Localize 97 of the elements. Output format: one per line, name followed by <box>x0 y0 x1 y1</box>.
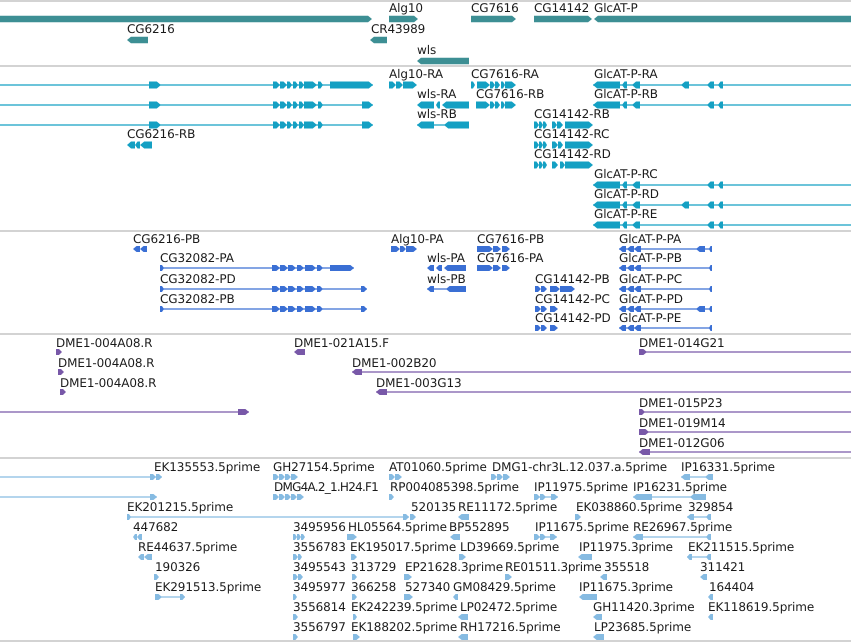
feature-label: CG7616 <box>471 2 519 14</box>
feature-label: 164404 <box>709 581 754 594</box>
feature-label: BP552895 <box>449 521 510 534</box>
feature-label: GlcAT-P-PC <box>619 272 682 285</box>
feature-label: 520135 <box>411 501 456 514</box>
feature-label: CG6216-PB <box>133 232 200 245</box>
feature-label: DME1-015P23 <box>639 396 722 409</box>
feature-label: DMG4A.2_1.H24.F1 <box>274 481 378 494</box>
feature-label: GlcAT-P-RA <box>594 68 658 80</box>
feature-label: RE26967.5prime <box>633 521 732 534</box>
feature-label: LP02472.5prime <box>460 601 558 614</box>
feature-label: GlcAT-P-PA <box>619 232 682 245</box>
feature-label: GH11420.3prime <box>593 601 695 614</box>
feature-label: GlcAT-P-RE <box>594 208 658 220</box>
feature-label: LD39669.5prime <box>460 541 560 554</box>
feature-label: EK242239.5prime <box>351 601 458 614</box>
feature-label: DMG1-chr3L.12.037.a.5prime <box>492 461 668 474</box>
feature-label: CG32082-PB <box>160 292 235 305</box>
feature-label: 447682 <box>133 521 178 534</box>
feature-label: CG7616-RA <box>471 68 539 80</box>
feature-label: EK135553.5prime <box>154 461 260 474</box>
feature-label: DME1-019M14 <box>639 416 726 429</box>
feature-label: GlcAT-P-RD <box>594 188 659 200</box>
feature-label: EK038860.5prime <box>576 501 682 514</box>
feature-label: IP11675.5prime <box>535 521 629 534</box>
feature-label: 366258 <box>351 581 396 594</box>
feature-label: 3556814 <box>293 601 346 614</box>
feature-label: CG6216 <box>127 23 175 36</box>
feature-label: Alg10-RA <box>389 68 444 80</box>
feature-label: 190326 <box>155 561 200 574</box>
feature-label: IP16331.5prime <box>681 461 775 474</box>
feature-label: DME1-021A15.F <box>294 336 389 349</box>
feature-label: 311421 <box>700 561 746 574</box>
feature-label: GlcAT-P-RC <box>594 168 658 180</box>
feature-label: 3495543 <box>293 561 346 574</box>
feature-label: RH17216.5prime <box>460 621 561 634</box>
feature-label: EK211515.5prime <box>688 541 794 554</box>
feature-label: wls-PA <box>427 252 465 264</box>
feature-label: DME1-014G21 <box>639 336 725 349</box>
feature-label: wls-RB <box>417 108 457 120</box>
feature-label: LP23685.5prime <box>594 621 692 634</box>
feature-label: GlcAT-P-PE <box>619 312 682 324</box>
feature-label: CG14142-PC <box>535 292 610 305</box>
feature-label: CG7616-PA <box>477 252 544 264</box>
feature-label: CG14142-RD <box>534 148 611 160</box>
feature-label: wls-RA <box>417 88 456 100</box>
feature-label: DME1-012G06 <box>639 436 725 449</box>
feature-label: RE11172.5prime <box>458 501 558 514</box>
feature-label: IP11975.3prime <box>579 541 673 554</box>
feature-label: RE44637.5prime <box>138 541 238 554</box>
feature-label: DME1-002B20 <box>352 356 436 369</box>
feature-label: CG14142-PB <box>535 272 610 285</box>
feature-label: DME1-003G13 <box>376 376 462 389</box>
feature-label: IP16231.5prime <box>633 481 727 494</box>
feature-label: GH27154.5prime <box>273 461 375 474</box>
feature-label: GlcAT-P <box>594 2 638 14</box>
feature-label: EK195017.5prime <box>350 541 456 554</box>
feature-label: 355518 <box>604 561 650 574</box>
feature-label: CG14142 <box>534 2 590 14</box>
feature-label: 3556797 <box>293 621 346 634</box>
feature-label: 313729 <box>351 561 396 574</box>
feature-label: CG7616-RB <box>476 88 544 100</box>
feature-label: 3495956 <box>293 521 346 534</box>
feature-label: EK201215.5prime <box>127 501 234 514</box>
feature-label: DME1-004A08.R <box>60 376 156 389</box>
feature-label: CR43989 <box>371 23 426 36</box>
feature-label: 329854 <box>688 501 734 514</box>
feature-label: DME1-004A08.R <box>56 336 152 349</box>
feature-label: CG14142-PD <box>535 312 611 324</box>
feature-label: 527340 <box>405 581 450 594</box>
feature-label: GlcAT-P-PD <box>619 292 683 305</box>
feature-label: GlcAT-P-RB <box>594 88 658 100</box>
feature-label: Alg10-PA <box>391 232 444 245</box>
feature-label: 3495977 <box>293 581 346 594</box>
feature-label: IP11675.3prime <box>579 581 673 594</box>
feature-label: CG14142-RB <box>534 108 610 120</box>
feature-label: HL05564.5prime <box>348 521 447 534</box>
feature-label: EK188202.5prime <box>351 621 458 634</box>
feature-label: CG14142-RC <box>534 128 610 140</box>
feature-label: wls <box>417 44 436 56</box>
feature-label: GlcAT-P-PB <box>619 252 682 264</box>
feature-label: CG32082-PD <box>160 272 236 285</box>
feature-label: RP004085398.5prime <box>390 481 519 494</box>
feature-label: EK118619.5prime <box>708 601 814 614</box>
feature-label: wls-PB <box>427 272 466 285</box>
feature-label: IP11975.5prime <box>534 481 628 494</box>
feature-label: RE01511.3prime <box>505 561 602 574</box>
feature-label: DME1-004A08.R <box>58 356 154 369</box>
feature-label: 3556783 <box>293 541 346 554</box>
feature-label: GM08429.5prime <box>453 581 556 594</box>
feature-label: CG7616-PB <box>477 232 544 245</box>
feature-label: CG6216-RB <box>127 128 196 140</box>
feature-label: Alg10 <box>389 2 423 14</box>
feature-label: EP21628.3prime <box>405 561 503 574</box>
feature-label: CG32082-PA <box>160 252 234 264</box>
feature-label: AT01060.5prime <box>389 461 487 474</box>
feature-label: EK291513.5prime <box>155 581 262 594</box>
